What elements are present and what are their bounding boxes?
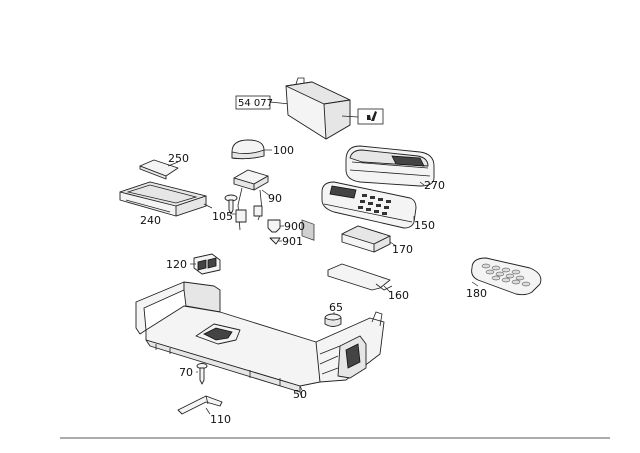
part-270-cradle[interactable] [345,145,435,187]
label-901: 901 [282,235,303,248]
label-70: 70 [179,366,193,379]
part-170-battery[interactable] [341,225,391,253]
part-90-bracket[interactable] [233,169,271,231]
part-105-screw[interactable] [224,194,238,215]
seat-symbol-icon [367,111,377,121]
part-150-handset[interactable] [321,181,417,229]
label-65: 65 [329,301,343,314]
label-105: 105 [212,210,233,223]
label-110: 110 [210,413,231,426]
part-120-switch[interactable] [190,253,221,275]
label-240: 240 [140,214,161,227]
label-180: 180 [466,287,487,300]
part-100-cap[interactable] [231,139,265,160]
part-110-bracket[interactable] [177,395,223,415]
part-160-cover[interactable] [327,263,393,293]
label-54077: 54 077 [238,98,273,109]
label-900: 900 [284,220,305,233]
leader-lines [196,149,479,373]
label-90: 90 [268,192,282,205]
label-120: 120 [166,258,187,271]
part-50-housing[interactable] [135,281,385,399]
part-70-screw[interactable] [196,363,208,385]
part-250-cover[interactable] [139,159,179,180]
label-150: 150 [414,219,435,232]
label-250: 250 [168,152,189,165]
label-100: 100 [273,144,294,157]
part-180-keypad[interactable] [471,257,542,296]
part-240-tray[interactable] [119,181,207,217]
part-900-clip[interactable] [267,219,281,233]
label-270: 270 [424,179,445,192]
label-50: 50 [293,388,307,401]
part-65-plug[interactable] [324,313,342,327]
label-170: 170 [392,243,413,256]
label-160: 160 [388,289,409,302]
